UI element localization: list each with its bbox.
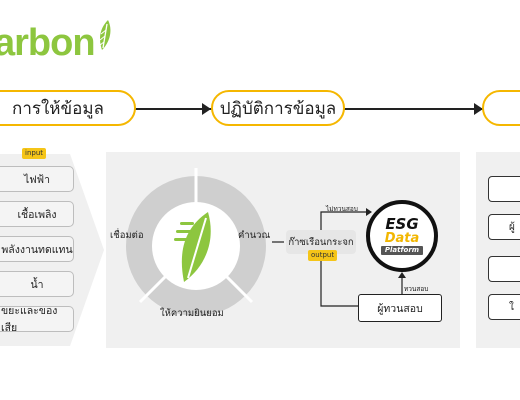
stage-label: การให้ข้อมูล <box>12 98 104 119</box>
leaf-icon <box>99 20 111 50</box>
output-tag: output <box>308 250 338 261</box>
output-item-2: ผู้ <box>488 214 520 240</box>
donut-graphic <box>126 168 266 316</box>
esg-line1: ESG <box>385 215 419 233</box>
stage-data-input: การให้ข้อมูล <box>0 90 136 126</box>
input-item-waste: ขยะและของเสีย <box>0 305 74 334</box>
stage-label: ปฏิบัติการข้อมูล <box>219 98 337 119</box>
esg-line2: Data <box>384 231 420 246</box>
logo-text: arbon <box>0 22 96 64</box>
stage-output <box>482 90 520 126</box>
donut-label-consent: ให้ความยินยอม <box>160 308 224 319</box>
output-item-1 <box>488 176 520 202</box>
donut-label-calculate: คำนวณ <box>238 230 271 241</box>
label-not-verified: ไม่ทวนสอบ <box>326 205 358 213</box>
input-item-electricity: ไฟฟ้า <box>0 166 74 192</box>
reviewer-box: ผู้ทวนสอบ <box>358 294 442 322</box>
brand-logo: arbon <box>0 20 114 65</box>
arrow-1-icon <box>202 103 211 115</box>
label-verified: ทวนสอบ <box>404 285 429 293</box>
esg-platform-badge: ESG Data Platform <box>366 200 438 272</box>
output-item-3 <box>488 256 520 282</box>
input-item-renewable: พลังงานทดแทน <box>0 236 74 262</box>
process-donut: เชื่อมต่อ คำนวณ ให้ความยินยอม <box>110 162 272 334</box>
output-item-4: ใ <box>488 294 520 320</box>
stage-data-operation: ปฏิบัติการข้อมูล <box>211 90 345 126</box>
donut-label-connect: เชื่อมต่อ <box>110 230 144 241</box>
input-tag: input <box>22 148 47 159</box>
esg-line3: Platform <box>380 246 424 255</box>
input-item-water: น้ำ <box>0 271 74 297</box>
input-item-fuel: เชื้อเพลิง <box>0 201 74 227</box>
input-panel-chevron <box>70 154 104 346</box>
ghg-box: ก๊าซเรือนกระจก <box>286 230 356 254</box>
arrow-2-icon <box>474 103 483 115</box>
